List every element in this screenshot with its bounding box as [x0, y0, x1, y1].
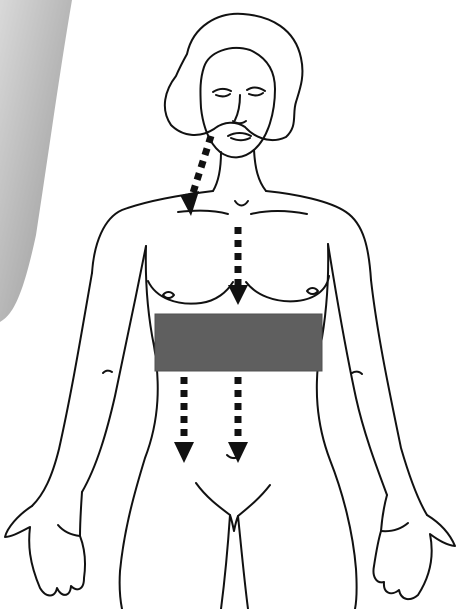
left-inner-thigh: [221, 515, 230, 609]
right-eye: [247, 87, 265, 95]
gray-band: [155, 314, 322, 371]
right-outer-arm: [371, 280, 427, 515]
left-clavicle: [178, 211, 228, 214]
right-inner-thigh: [238, 516, 248, 609]
right-wrist-crease: [381, 523, 408, 531]
right-hand: [373, 495, 455, 599]
neck-arrow: [180, 136, 211, 216]
left-hand: [5, 492, 85, 596]
left-elbow-mark: [103, 371, 112, 373]
left-eye: [213, 89, 231, 97]
background-photo-fragment: [0, 0, 72, 322]
right-shoulder: [266, 191, 371, 280]
right-abdomen-arrow: [228, 377, 248, 463]
right-nipple: [307, 288, 318, 294]
left-inner-arm: [82, 246, 146, 492]
left-wrist-crease: [58, 525, 80, 536]
left-outer-arm: [32, 273, 92, 506]
circulation-arrows: [174, 136, 248, 463]
mouth: [228, 133, 251, 140]
left-torso-side: [120, 246, 158, 609]
left-nipple: [163, 292, 174, 298]
right-clavicle: [251, 211, 307, 214]
neck-left: [213, 152, 221, 191]
nose: [233, 95, 246, 123]
body-outline: [5, 14, 455, 609]
left-breast: [148, 281, 233, 304]
groin: [196, 483, 270, 531]
neck-right: [254, 150, 266, 191]
left-abdomen-arrow: [174, 377, 194, 463]
right-elbow-mark: [352, 372, 362, 374]
chest-arrow: [228, 227, 248, 305]
right-inner-arm: [328, 244, 387, 495]
sternum-notch: [235, 201, 248, 206]
